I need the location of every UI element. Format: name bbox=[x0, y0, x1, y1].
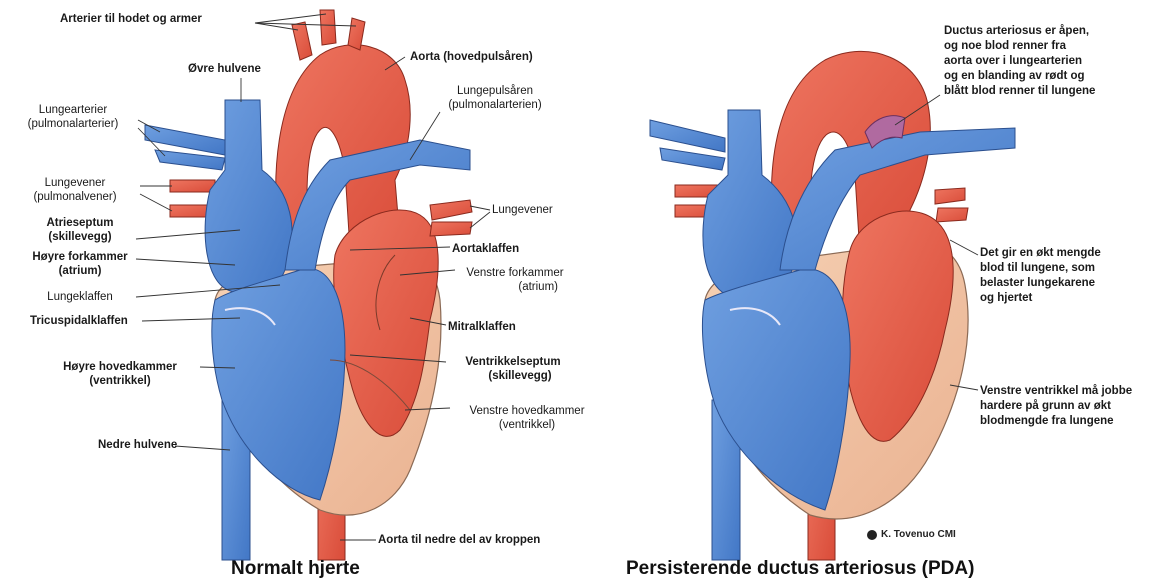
label-ductus-5: blått blod renner til lungene bbox=[944, 84, 1095, 98]
label-left-atrium-2: (atrium) bbox=[455, 280, 558, 294]
label-lung-arteries-1: Lungearterier bbox=[8, 103, 138, 117]
label-vent-septum-2: (skillevegg) bbox=[455, 369, 585, 383]
credit-text: K. Tovenuo CMI bbox=[881, 529, 956, 540]
label-lv-1: Venstre ventrikkel må jobbe bbox=[980, 384, 1132, 398]
normal-right-atrium bbox=[205, 100, 292, 295]
label-left-ventricle-2: (ventrikkel) bbox=[452, 418, 602, 432]
label-excess-3: belaster lungekarene bbox=[980, 276, 1095, 290]
label-lower-vena-cava: Nedre hulvene bbox=[98, 438, 177, 452]
pda-heart bbox=[650, 51, 1015, 560]
label-right-atrium-1: Høyre forkammer bbox=[20, 250, 140, 264]
label-vent-septum-1: Ventrikkelseptum bbox=[448, 355, 578, 369]
label-excess-1: Det gir en økt mengde bbox=[980, 246, 1101, 260]
label-ductus-2: og noe blod renner fra bbox=[944, 39, 1066, 53]
label-excess-4: og hjertet bbox=[980, 291, 1032, 305]
label-ductus-1: Ductus arteriosus er åpen, bbox=[944, 24, 1089, 38]
label-lv-2: hardere på grunn av økt bbox=[980, 399, 1111, 413]
label-arteries-head: Arterier til hodet og armer bbox=[60, 12, 202, 26]
label-ductus-4: og en blanding av rødt og bbox=[944, 69, 1085, 83]
caption-normal: Normalt hjerte bbox=[231, 558, 360, 580]
label-lv-3: blodmengde fra lungene bbox=[980, 414, 1114, 428]
credit-dot bbox=[867, 530, 877, 540]
label-mitral-valve: Mitralklaffen bbox=[448, 320, 516, 334]
label-lung-veins-left-2: (pulmonalvener) bbox=[10, 190, 140, 204]
label-lung-veins-left-1: Lungevener bbox=[10, 176, 140, 190]
label-excess-2: blod til lungene, som bbox=[980, 261, 1095, 275]
label-right-ventricle-2: (ventrikkel) bbox=[40, 374, 200, 388]
label-right-ventricle-1: Høyre hovedkammer bbox=[40, 360, 200, 374]
label-upper-vena-cava: Øvre hulvene bbox=[188, 62, 261, 76]
label-left-ventricle-1: Venstre hovedkammer bbox=[452, 404, 602, 418]
label-atrial-septum-1: Atrieseptum bbox=[20, 216, 140, 230]
label-tricuspid-valve: Tricuspidalklaffen bbox=[30, 314, 128, 328]
normal-heart bbox=[145, 10, 472, 560]
label-lung-veins-right: Lungevener bbox=[492, 203, 553, 217]
label-lung-arteries-2: (pulmonalarterier) bbox=[8, 117, 138, 131]
label-left-atrium-1: Venstre forkammer bbox=[455, 266, 575, 280]
label-aorta-lower: Aorta til nedre del av kroppen bbox=[378, 533, 540, 547]
label-aorta: Aorta (hovedpulsåren) bbox=[410, 50, 533, 64]
label-ductus-3: aorta over i lungearterien bbox=[944, 54, 1082, 68]
caption-pda: Persisterende ductus arteriosus (PDA) bbox=[626, 558, 974, 580]
label-pulm-artery-1: Lungepulsåren bbox=[425, 84, 565, 98]
label-atrial-septum-2: (skillevegg) bbox=[20, 230, 140, 244]
label-pulm-artery-2: (pulmonalarterien) bbox=[425, 98, 565, 112]
label-aortic-valve: Aortaklaffen bbox=[452, 242, 519, 256]
label-pulmonary-valve: Lungeklaffen bbox=[20, 290, 140, 304]
label-right-atrium-2: (atrium) bbox=[20, 264, 140, 278]
